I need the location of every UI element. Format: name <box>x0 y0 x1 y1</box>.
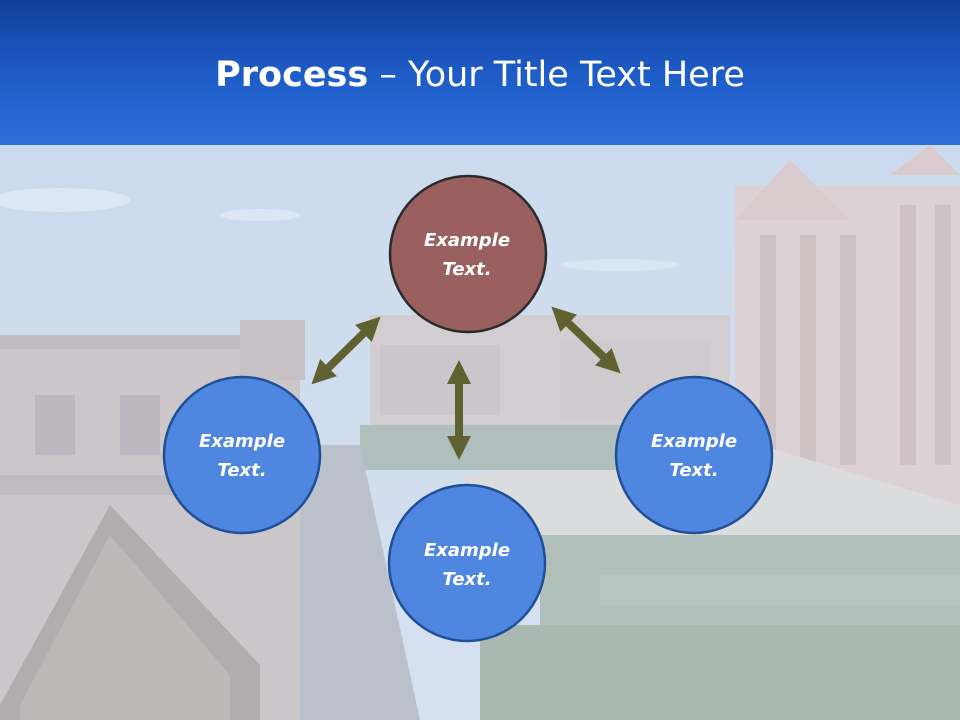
node-top-line2: Text. <box>442 259 491 280</box>
node-left: Example Text. <box>162 375 322 535</box>
node-bottom: Example Text. <box>387 483 547 643</box>
node-left-line1: Example <box>199 431 285 452</box>
node-top-line1: Example <box>424 230 510 251</box>
arrow-top-right <box>551 306 621 374</box>
title-bar <box>0 0 960 145</box>
node-left-line2: Text. <box>217 460 266 481</box>
node-bottom-line2: Text. <box>442 569 491 590</box>
node-right-line2: Text. <box>669 460 718 481</box>
arrow-top-left <box>311 316 381 385</box>
slide-title: Process – Your Title Text Here <box>0 52 960 98</box>
node-bottom-line1: Example <box>424 540 510 561</box>
node-right: Example Text. <box>614 375 774 535</box>
node-top: Example Text. <box>388 174 548 334</box>
title-bold: Process <box>215 55 369 95</box>
title-rest: – Your Title Text Here <box>368 55 745 95</box>
node-right-line1: Example <box>651 431 737 452</box>
